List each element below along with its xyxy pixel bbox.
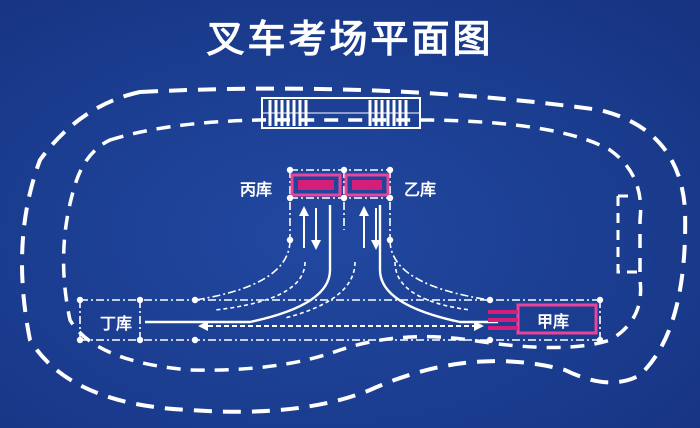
driving-paths: [145, 205, 498, 324]
inner-track-boundary: [61, 118, 643, 372]
vertical-arrows: [299, 206, 381, 250]
outer-track-boundary: [20, 86, 688, 414]
label-jia-garage: 甲库: [537, 312, 570, 331]
garage-bing-shelf: [290, 173, 342, 197]
curved-lane-boundaries: [194, 239, 491, 301]
side-bay: [616, 194, 640, 274]
label-ding-garage: 丁库: [100, 314, 133, 333]
lane-nodes: [76, 166, 604, 344]
top-gate: [261, 97, 421, 129]
horizontal-lane: [79, 299, 601, 341]
diagram-title: 叉车考场平面图: [206, 17, 494, 61]
inner-dashed-paths: [214, 261, 471, 319]
label-yi-garage: 乙库: [404, 180, 437, 199]
garage-yi-shelf: [344, 173, 390, 197]
label-bing-garage: 丙库: [240, 180, 273, 199]
central-lane-boundaries: [289, 169, 391, 240]
garage-jia-shelf: [488, 303, 598, 335]
